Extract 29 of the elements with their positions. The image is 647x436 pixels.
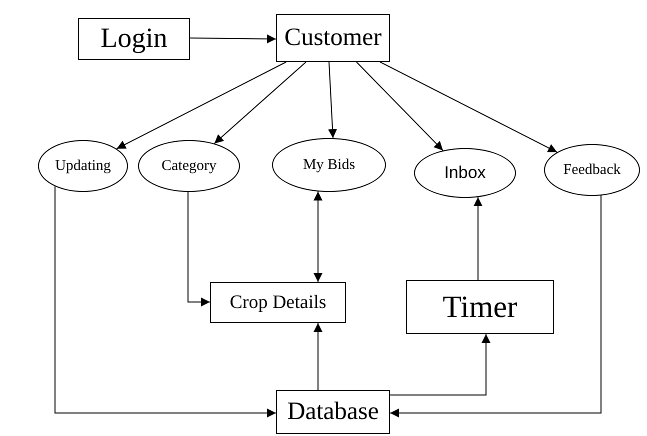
arrow bbox=[390, 334, 490, 396]
node-label: Timer bbox=[442, 289, 518, 325]
process-box bbox=[210, 282, 346, 323]
arrow bbox=[190, 34, 276, 44]
arrow bbox=[54, 186, 276, 418]
arrow bbox=[380, 62, 558, 153]
arrow bbox=[116, 62, 287, 150]
process-ellipse bbox=[38, 140, 128, 192]
node-label: My Bids bbox=[302, 156, 356, 174]
process-box bbox=[78, 18, 190, 60]
node-label: Feedback bbox=[563, 162, 621, 178]
arrow bbox=[328, 62, 338, 139]
arrow bbox=[390, 195, 602, 418]
arrow bbox=[356, 62, 444, 151]
arrow bbox=[314, 191, 322, 282]
node-label: Crop Details bbox=[230, 292, 326, 314]
process-box bbox=[406, 280, 554, 334]
node-label: Category bbox=[162, 158, 216, 174]
node-label: Login bbox=[100, 23, 168, 55]
process-box bbox=[276, 390, 390, 434]
arrow bbox=[188, 192, 210, 306]
process-box bbox=[276, 14, 390, 62]
arrow bbox=[214, 62, 306, 144]
arrow bbox=[314, 322, 322, 390]
node-label: Inbox bbox=[444, 163, 486, 183]
node-label: Updating bbox=[55, 158, 111, 174]
arrow bbox=[474, 196, 482, 280]
node-label: Database bbox=[287, 398, 379, 426]
node-label: Customer bbox=[284, 24, 382, 52]
